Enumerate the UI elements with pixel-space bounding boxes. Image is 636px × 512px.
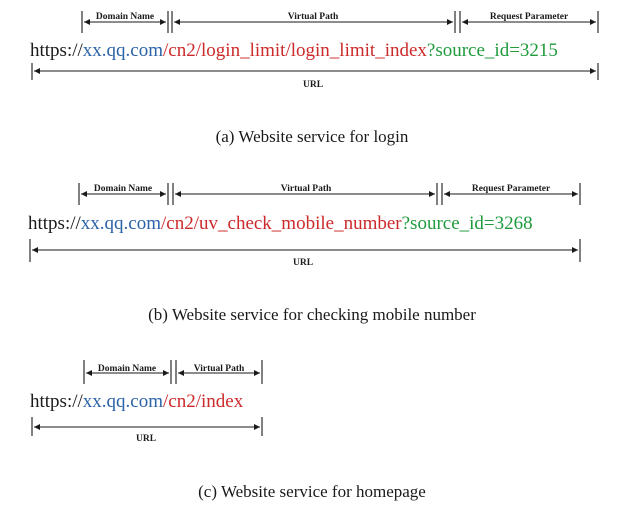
request-parameter-label: Request Parameter (472, 184, 551, 194)
url-path: /cn2/login_limit/login_limit_index (163, 40, 427, 61)
panel-a: Domain Name Virtual Path Request Paramet… (30, 11, 599, 146)
url-domain: xx.qq.com (81, 213, 161, 234)
domain-name-label: Domain Name (94, 184, 152, 194)
request-parameter-dimension: Request Parameter (459, 11, 599, 33)
caption: (a) Website service for login (216, 127, 409, 146)
panel-c: Domain Name Virtual Path https://xx.qq.c… (30, 360, 426, 501)
url-label: URL (136, 434, 156, 444)
url-dimension: URL (29, 239, 581, 268)
url-scheme: https:// (28, 213, 82, 234)
url-dimension: URL (31, 63, 599, 90)
url-scheme: https:// (30, 391, 84, 412)
url-label: URL (293, 258, 313, 268)
url-dimension: URL (31, 417, 263, 444)
url-label: URL (303, 80, 323, 90)
url-domain: xx.qq.com (83, 391, 163, 412)
virtual-path-label: Virtual Path (194, 364, 245, 374)
request-parameter-label: Request Parameter (490, 12, 569, 22)
virtual-path-label: Virtual Path (281, 184, 332, 194)
url-text: https://xx.qq.com/cn2/index (30, 391, 244, 412)
domain-name-dimension: Domain Name (78, 183, 169, 205)
url-path: /cn2/uv_check_mobile_number (161, 213, 402, 234)
url-param: ?source_id=3215 (427, 40, 558, 61)
url-domain: xx.qq.com (83, 40, 163, 61)
caption: (c) Website service for homepage (198, 482, 426, 501)
domain-name-dimension: Domain Name (83, 360, 172, 384)
url-text: https://xx.qq.com/cn2/uv_check_mobile_nu… (28, 213, 533, 234)
domain-name-label: Domain Name (96, 12, 154, 22)
domain-name-label: Domain Name (98, 364, 156, 374)
url-text: https://xx.qq.com/cn2/login_limit/login_… (30, 40, 558, 61)
virtual-path-dimension: Virtual Path (171, 11, 456, 33)
url-param: ?source_id=3268 (402, 213, 533, 234)
virtual-path-dimension: Virtual Path (172, 183, 438, 205)
domain-name-dimension: Domain Name (81, 11, 169, 33)
caption: (b) Website service for checking mobile … (148, 305, 476, 324)
url-path: /cn2/index (163, 391, 244, 412)
request-parameter-dimension: Request Parameter (441, 183, 581, 205)
virtual-path-dimension: Virtual Path (175, 360, 263, 384)
panel-b: Domain Name Virtual Path Request Paramet… (28, 183, 581, 324)
url-scheme: https:// (30, 40, 84, 61)
virtual-path-label: Virtual Path (288, 12, 339, 22)
